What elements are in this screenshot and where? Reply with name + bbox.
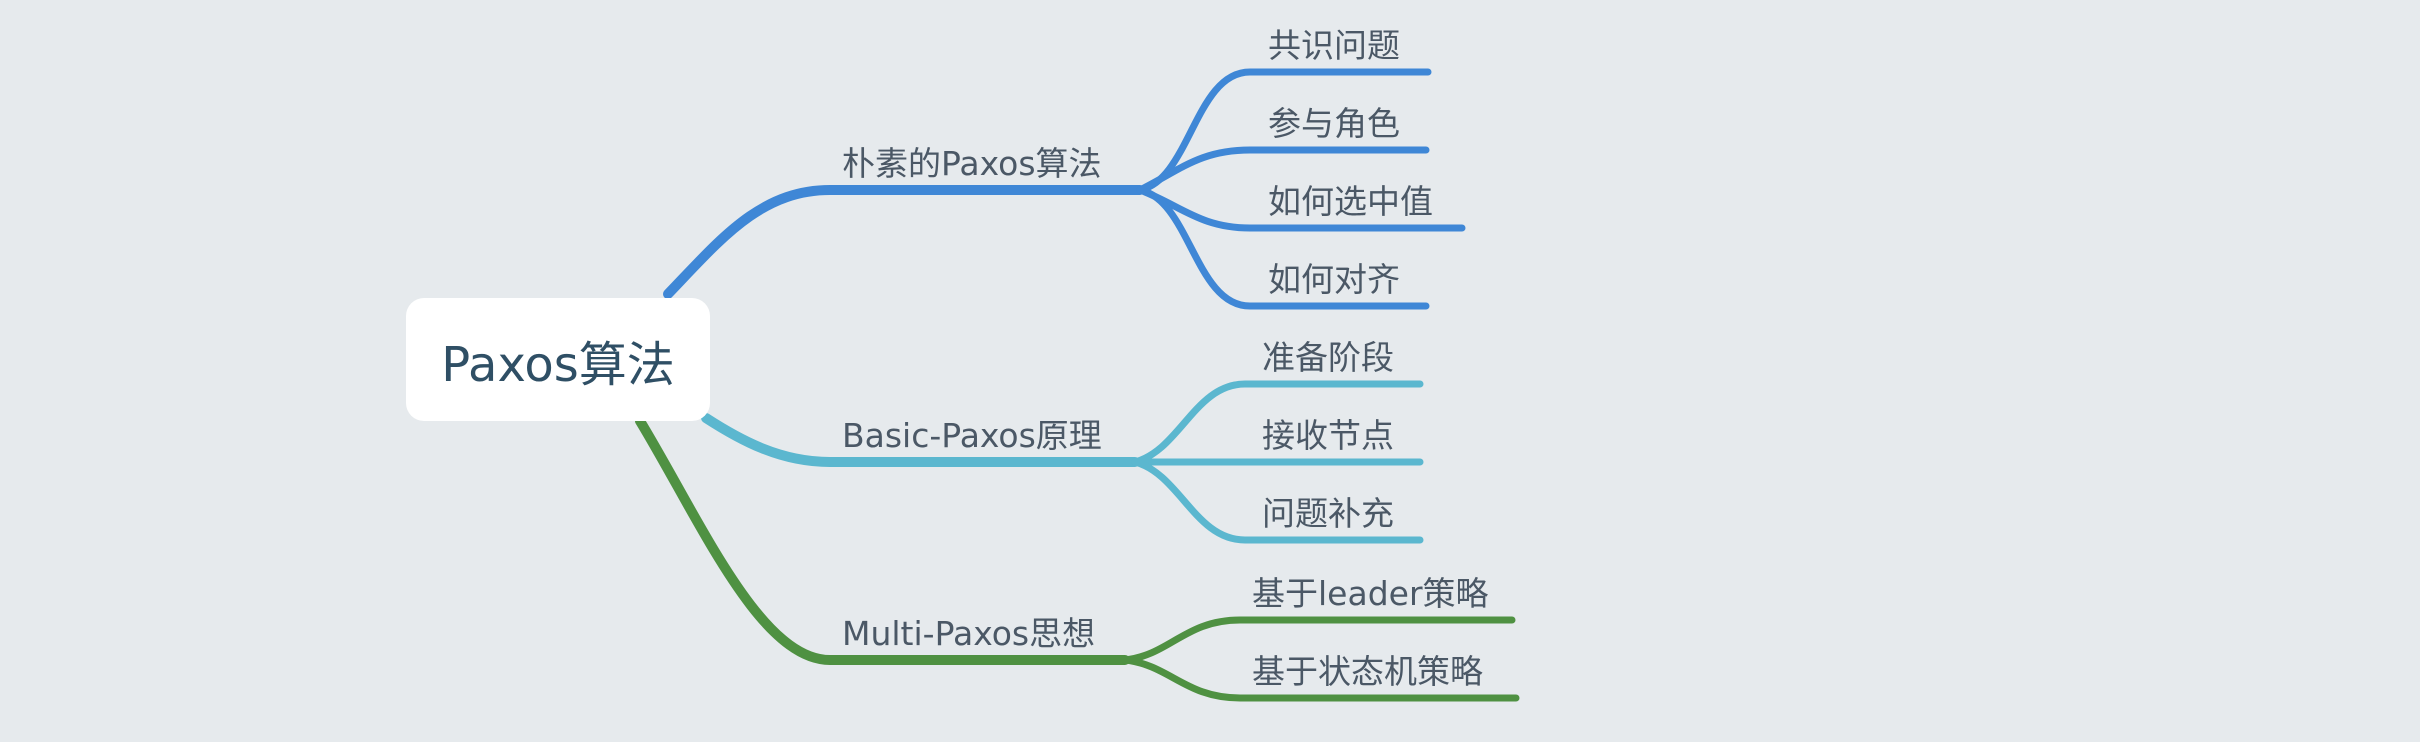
leaf-node-2-1[interactable]: 准备阶段 bbox=[1262, 338, 1394, 377]
leaf-node-2-2[interactable]: 接收节点 bbox=[1262, 416, 1394, 455]
edge-branch-2-child-1 bbox=[1131, 380, 1424, 466]
edge-branch-2-child-3 bbox=[1131, 458, 1424, 544]
leaf-node-3-2[interactable]: 基于状态机策略 bbox=[1252, 652, 1483, 691]
edge-branch-3-child-2 bbox=[1121, 656, 1520, 702]
branch-node-3[interactable]: Multi-Paxos思想 bbox=[842, 614, 1096, 653]
root-node-label: Paxos算法 bbox=[441, 336, 675, 393]
leaf-node-2-3[interactable]: 问题补充 bbox=[1262, 494, 1394, 533]
edge-root-to-branch-2 bbox=[701, 413, 1140, 467]
edge-branch-1-child-2 bbox=[1136, 146, 1430, 194]
leaf-node-1-1[interactable]: 共识问题 bbox=[1268, 26, 1400, 65]
edge-root-to-branch-1 bbox=[663, 185, 1145, 299]
leaf-node-1-3[interactable]: 如何选中值 bbox=[1268, 182, 1433, 221]
edge-branch-1-child-4 bbox=[1136, 186, 1430, 310]
leaf-node-1-2[interactable]: 参与角色 bbox=[1268, 104, 1400, 143]
edge-branch-3-child-1 bbox=[1121, 616, 1516, 664]
edge-root-to-branch-3 bbox=[635, 416, 1130, 665]
leaf-node-3-1[interactable]: 基于leader策略 bbox=[1252, 574, 1489, 613]
branch-node-1[interactable]: 朴素的Paxos算法 bbox=[842, 144, 1102, 183]
branch-node-2[interactable]: Basic-Paxos原理 bbox=[842, 416, 1102, 455]
root-node[interactable]: Paxos算法 bbox=[406, 298, 710, 421]
leaf-node-1-4[interactable]: 如何对齐 bbox=[1268, 260, 1400, 299]
